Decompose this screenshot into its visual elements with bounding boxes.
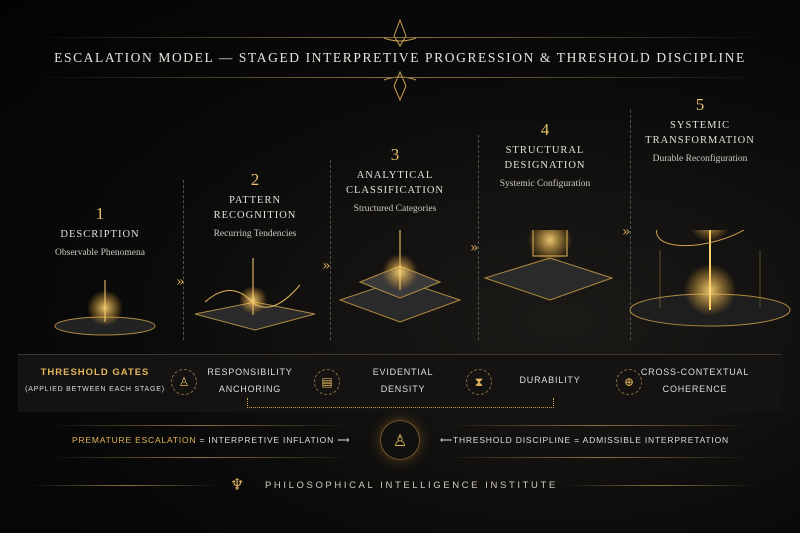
chevron-right-icon: » [322, 258, 331, 274]
threshold-gates-band [18, 354, 782, 412]
gates-title: THRESHOLD GATES [40, 367, 150, 378]
right-term: THRESHOLD DISCIPLINE [453, 435, 572, 445]
page-title: ESCALATION MODEL — STAGED INTERPRETIVE P… [54, 50, 746, 65]
stage-subtitle: Systemic Configuration [499, 179, 591, 189]
stage-1: 1 DESCRIPTION Observable Phenomena [25, 204, 175, 258]
stage-number: 2 [250, 170, 260, 189]
platform-1-icon [54, 280, 156, 336]
left-eq: = INTERPRETIVE INFLATION [199, 435, 335, 445]
chevron-right-icon: » [470, 240, 479, 256]
stage-5: 5 SYSTEMIC TRANSFORMATION Durable Reconf… [625, 95, 775, 164]
gate-coherence: CROSS-CONTEXTUAL COHERENCE [640, 367, 750, 394]
premature-escalation-equation: PREMATURE ESCALATION = INTERPRETIVE INFL… [72, 435, 350, 446]
left-term: PREMATURE ESCALATION [72, 435, 197, 445]
rule [50, 457, 350, 458]
arrow-right-icon: ⟶ [337, 435, 351, 445]
stage-name: STRUCTURAL DESIGNATION [504, 145, 586, 171]
footer-rule [30, 485, 220, 486]
rule [445, 425, 750, 426]
hourglass-icon: ⧗ [466, 369, 492, 395]
chevron-right-icon: » [622, 224, 631, 240]
pyramid-3-icon [338, 230, 462, 323]
stage-number: 4 [540, 120, 550, 139]
rule [50, 425, 350, 426]
stage-subtitle: Recurring Tendencies [213, 229, 297, 239]
globe-icon: ⊕ [616, 369, 642, 395]
stage-illustrations [54, 230, 791, 336]
institute-logo-icon: ♆ [230, 475, 245, 494]
threshold-gates-label: THRESHOLD GATES (APPLIED BETWEEN EACH ST… [20, 364, 170, 398]
stage-subtitle: Structured Categories [353, 204, 437, 214]
stage-number: 5 [695, 95, 705, 114]
arrow-left-icon: ⟵ [440, 435, 453, 445]
stage-number: 3 [390, 145, 400, 164]
right-eq: = ADMISSIBLE INTERPRETATION [574, 435, 729, 445]
central-person-icon: ♙ [380, 420, 420, 460]
stage-divider [183, 180, 184, 340]
stage-subtitle: Observable Phenomena [55, 248, 145, 258]
gates-connector [247, 398, 554, 408]
gate-durability: DURABILITY [519, 375, 581, 385]
chevron-right-icon: » [176, 274, 185, 290]
stage-name: PATTERN RECOGNITION [213, 195, 297, 221]
stage-subtitle: Durable Reconfiguration [652, 154, 748, 164]
platform-2-icon [194, 258, 316, 331]
stage-name: SYSTEMIC TRANSFORMATION [645, 120, 755, 146]
footer-institute: PHILOSOPHICAL INTELLIGENCE INSTITUTE [265, 480, 558, 491]
gate-responsibility: RESPONSIBILITY ANCHORING [207, 367, 293, 394]
header-bottom-rule [30, 77, 770, 78]
header-top-rule [30, 37, 770, 38]
stage-2: 2 PATTERN RECOGNITION Recurring Tendenci… [180, 170, 330, 239]
stage-number: 1 [95, 204, 105, 223]
threshold-discipline-equation: ⟵THRESHOLD DISCIPLINE = ADMISSIBLE INTER… [440, 435, 729, 446]
orbit-5-icon [629, 230, 791, 327]
stage-divider [630, 110, 631, 340]
stage-divider [478, 135, 479, 340]
rule [445, 457, 750, 458]
document-icon: ▤ [314, 369, 340, 395]
gates-note: (APPLIED BETWEEN EACH STAGE) [25, 386, 165, 393]
person-icon: ♙ [171, 369, 197, 395]
stage-name: DESCRIPTION [60, 229, 140, 240]
footer-rule [565, 485, 755, 486]
stage-4: 4 STRUCTURAL DESIGNATION Systemic Config… [470, 120, 620, 189]
stage-3: 3 ANALYTICAL CLASSIFICATION Structured C… [320, 145, 470, 214]
cube-4-icon [483, 230, 614, 301]
stage-divider [330, 160, 331, 340]
gate-evidential: EVIDENTIAL DENSITY [372, 367, 434, 394]
stage-name: ANALYTICAL CLASSIFICATION [345, 170, 444, 196]
